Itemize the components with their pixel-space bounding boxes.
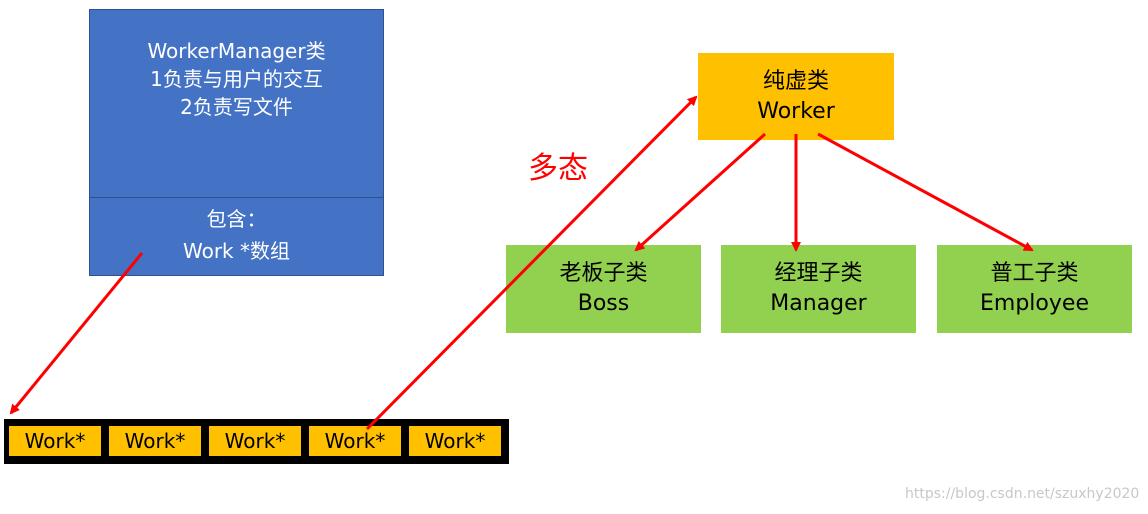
array-cell: Work* <box>9 426 101 456</box>
base-class-kind: 纯虚类 <box>762 68 829 94</box>
contains-label: 包含： <box>206 206 267 231</box>
boss-subclass-box: 老板子类 Boss <box>506 245 701 333</box>
arrow-array-to-worker <box>365 95 698 431</box>
work-pointer-array: Work* Work* Work* Work* Work* <box>4 419 509 464</box>
manager-subclass-kind: 经理子类 <box>774 261 863 286</box>
array-cell: Work* <box>109 426 201 456</box>
worker-manager-box: WorkerManager类 1负责与用户的交互 2负责写文件 <box>89 9 384 198</box>
employee-subclass-box: 普工子类 Employee <box>937 245 1132 333</box>
worker-manager-duty-1: 1负责与用户的交互 <box>150 67 323 91</box>
employee-subclass-kind: 普工子类 <box>990 261 1079 286</box>
worker-manager-duty-2: 2负责写文件 <box>180 95 293 119</box>
boss-subclass-kind: 老板子类 <box>559 261 648 286</box>
polymorphism-label: 多态 <box>528 151 588 186</box>
employee-subclass-name: Employee <box>980 291 1089 316</box>
worker-manager-title: WorkerManager类 <box>147 39 326 63</box>
arrow-worker-to-boss <box>634 132 767 252</box>
arrow-worker-to-employee <box>817 132 1034 252</box>
manager-subclass-box: 经理子类 Manager <box>721 245 916 333</box>
array-cell: Work* <box>409 426 501 456</box>
boss-subclass-name: Boss <box>577 291 630 316</box>
worker-base-class-box: 纯虚类 Worker <box>698 53 894 140</box>
array-cell: Work* <box>209 426 301 456</box>
watermark: https://blog.csdn.net/szuxhy2020 <box>905 486 1140 502</box>
manager-subclass-name: Manager <box>770 291 867 316</box>
arrow-manager-to-array <box>9 252 144 415</box>
contains-array-label: Work *数组 <box>182 238 290 263</box>
array-cell: Work* <box>309 426 401 456</box>
base-class-name: Worker <box>757 98 835 124</box>
worker-manager-contains-box: 包含： Work *数组 <box>89 197 384 276</box>
